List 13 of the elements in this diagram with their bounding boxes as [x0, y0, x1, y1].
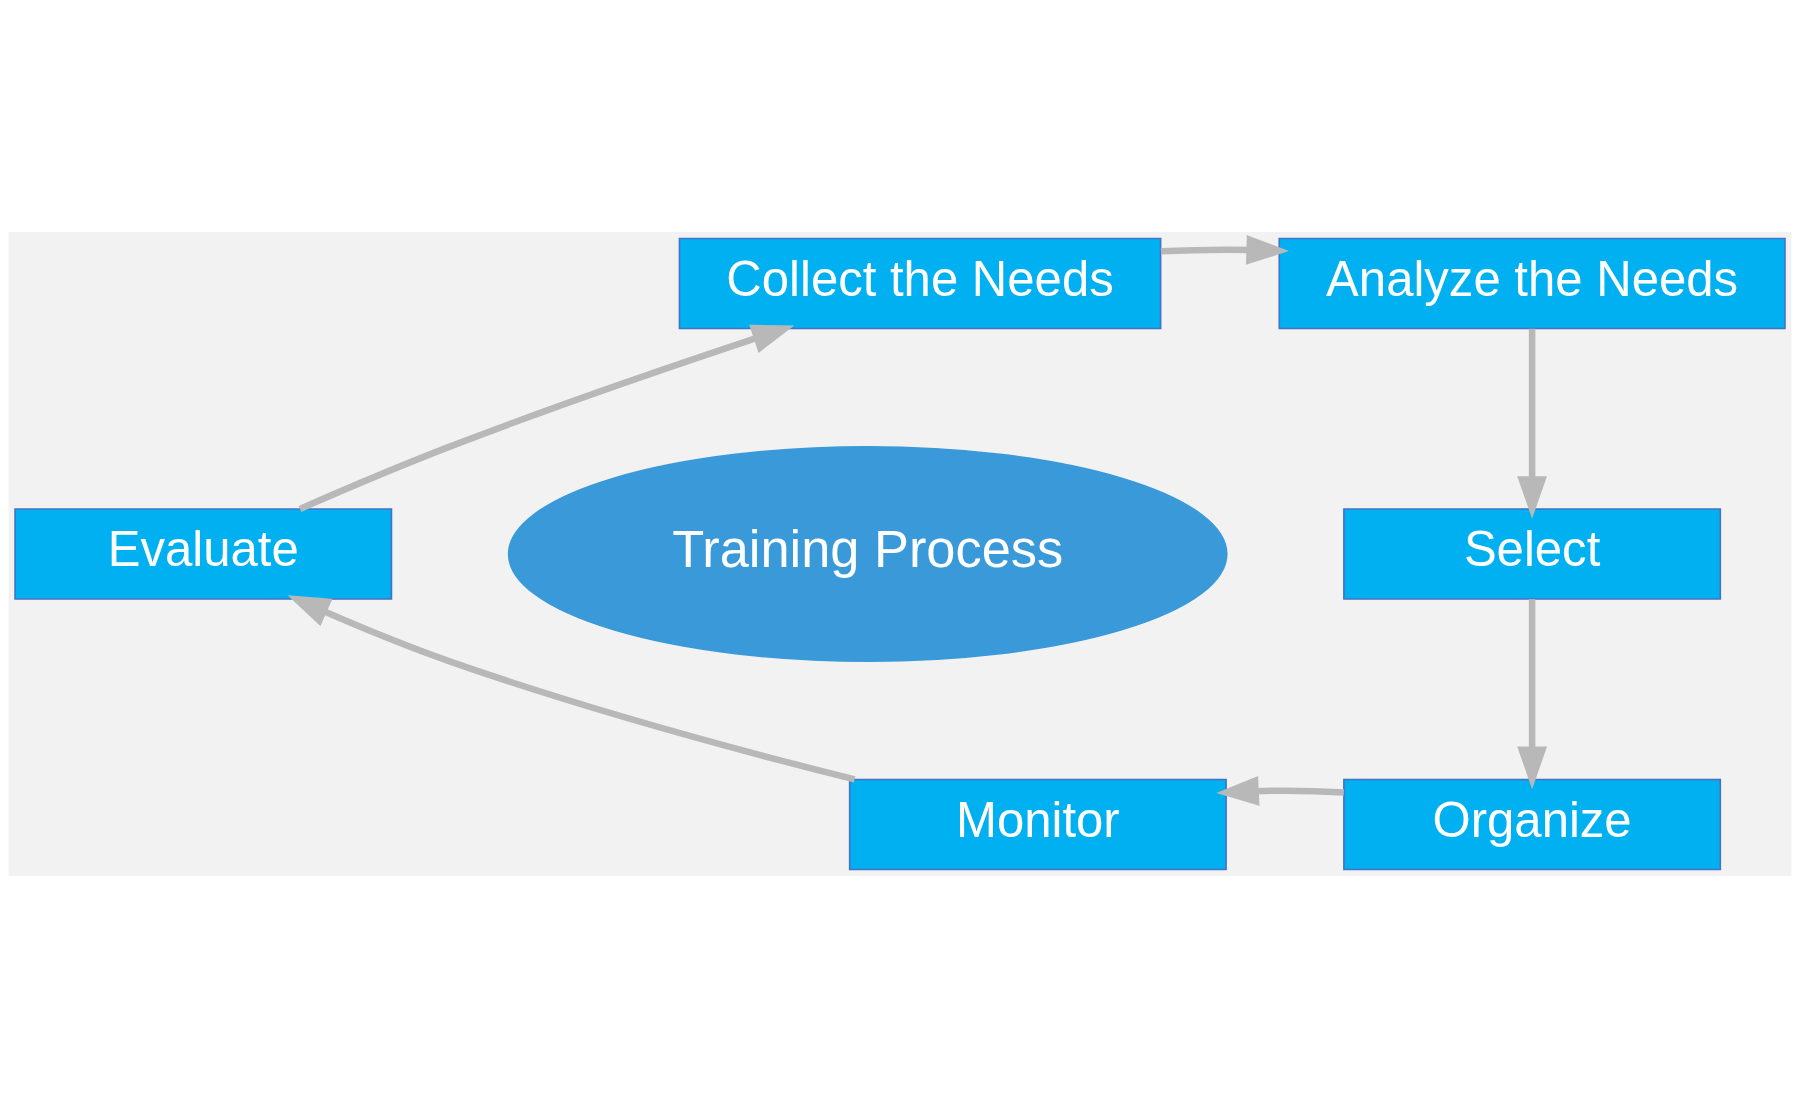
arrow: [298, 324, 795, 512]
arrow: [1517, 599, 1548, 790]
node-box: Organize: [1343, 778, 1722, 871]
arrow: [1517, 328, 1548, 519]
node-box: Select: [1343, 508, 1722, 600]
arrow: [1216, 776, 1345, 806]
node-box: Monitor: [848, 778, 1227, 871]
node-box: Collect the Needs: [678, 237, 1162, 330]
arrow: [1160, 235, 1289, 265]
node-box: Evaluate: [14, 508, 393, 600]
arrow: [287, 595, 856, 783]
node-box: Analyze the Needs: [1278, 237, 1786, 330]
node-ellipse: Training Process: [507, 445, 1228, 663]
